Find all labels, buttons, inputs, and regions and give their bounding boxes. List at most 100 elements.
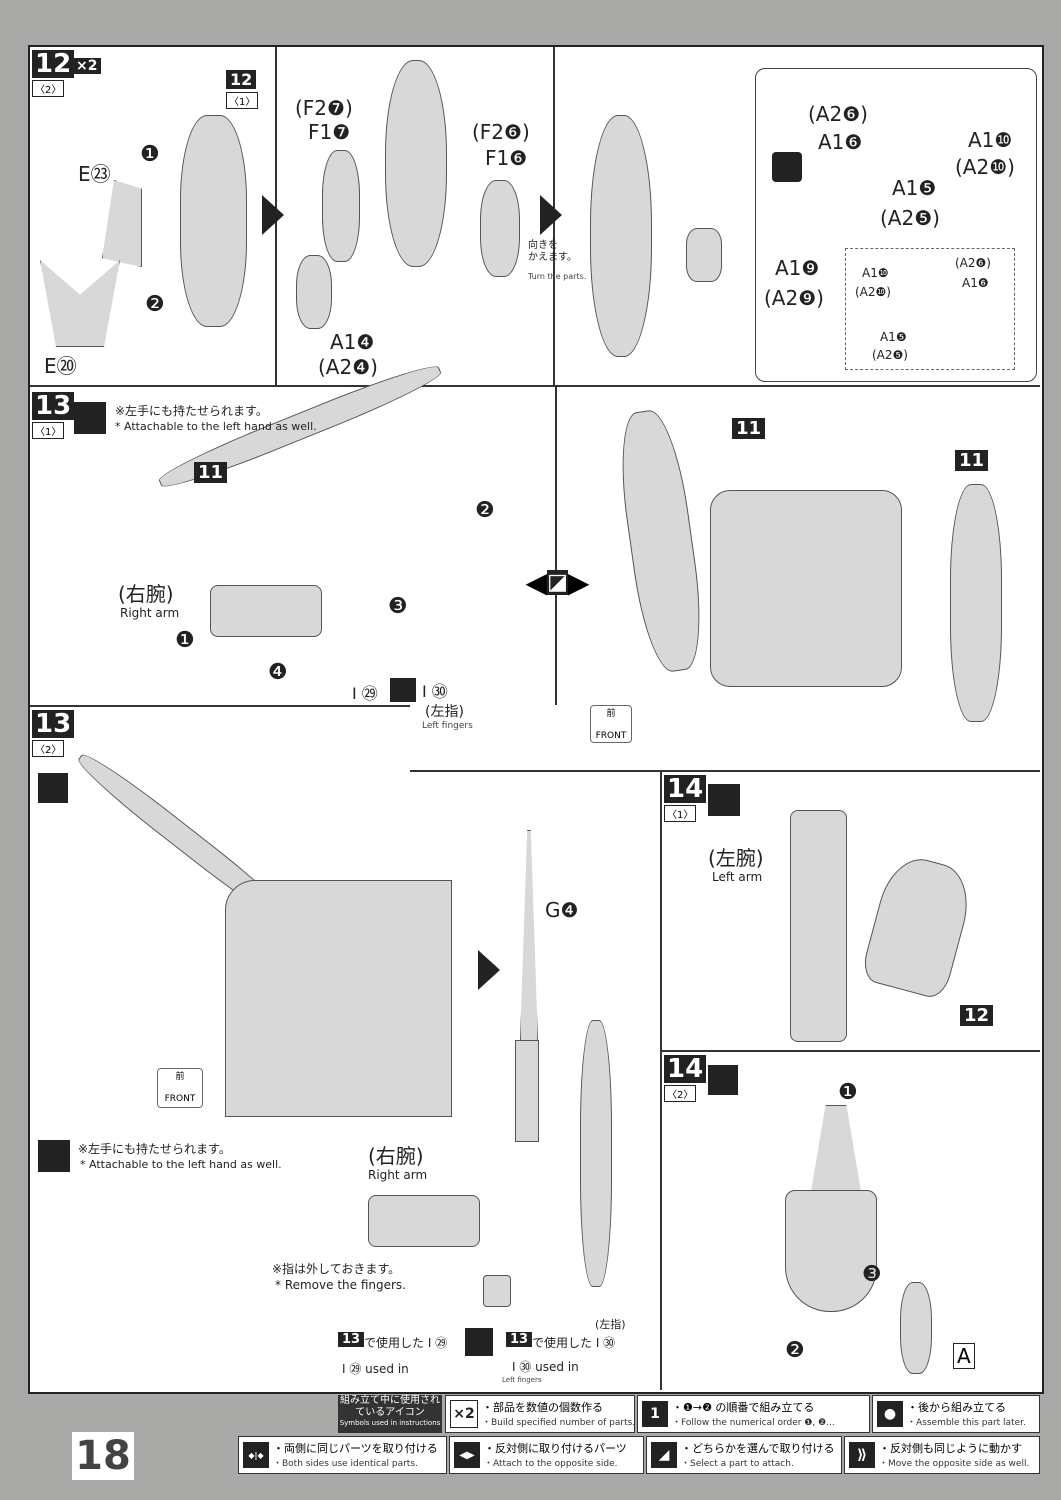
legend-item-select: ◢ ・どちらかを選んで取り付ける・Select a part to attach. [646,1436,842,1474]
legend-item-opposite: ◀▶・反対側に取り付けるパーツ・Attach to the opposite s… [449,1436,644,1474]
inset-a16: A1❻ [962,276,989,290]
ref-step: 12 [226,70,257,89]
left-arm-en: Left arm [712,870,763,884]
part-shield-back [590,115,652,357]
label-a24: (A2❹) [318,355,378,379]
label-a14: A1❹ [330,330,375,354]
label-g4: G❹ [545,898,579,922]
label-a29: (A2❾) [764,286,824,310]
legend-jp: ・どちらかを選んで取り付ける [681,1441,835,1455]
both-sides-icon [708,784,740,816]
label-a110: A1❿ [968,128,1013,152]
step-sub: 〈2〉 [664,1085,697,1102]
divider [660,1050,1040,1052]
ref-step: 13 [338,1332,365,1347]
note-jp: ※左手にも持たせられます。 [78,1142,231,1156]
part-tag: 11 [194,462,228,483]
opposite-side-icon [390,678,416,702]
right-arm-jp: (右腕) [368,1144,424,1168]
step-number: 13 [32,392,75,420]
label-a210: (A2❿) [955,155,1015,179]
sub-assembly-inset [755,68,1037,382]
select-part-icon: ◀◪▶ [525,566,590,599]
label-e23: E㉓ [78,162,111,186]
front-jp: 前 [606,709,616,719]
legend-title-en: Symbols used in instructions [339,1419,441,1427]
legend-en: ・Both sides use identical parts. [273,1458,418,1469]
legend-item-order: 1・❶→❷ の順番で組み立てる・Follow the numerical ord… [637,1395,870,1433]
legend-jp: ・後から組み立てる [907,1400,1006,1414]
remove-jp: ※指は外しておきます。 [272,1262,401,1276]
right-arm-en: Right arm [120,606,180,620]
order-1-icon: ❶ [838,1080,858,1105]
opposite-side-icon [465,1328,493,1356]
label-f26: (F2❻) [472,120,530,144]
part-arm [368,1195,480,1247]
part-a [900,1282,932,1374]
divider [555,387,557,705]
order-1-icon: ❶ [175,628,195,653]
legend-en: ・Select a part to attach. [681,1458,794,1469]
part-tag: 12 [960,1005,994,1026]
order-3-icon: ❸ [388,594,408,619]
inset-a26: (A2❻) [955,256,991,270]
inset-a210: (A2❿) [855,285,891,299]
divider [410,770,1040,772]
note-en: * Attachable to the left hand as well. [80,1158,282,1171]
part-body [710,490,902,687]
part-rifle-right [950,484,1002,722]
label-e20: E⑳ [44,354,77,378]
part-tag: A [953,1343,975,1369]
multiply-icon: ×2 [450,1400,478,1428]
legend-item-move-opposite: ⟫・反対側も同じように動かす・Move the opposite side as… [844,1436,1040,1474]
ref-step: 13 [506,1332,533,1347]
part-arm [210,585,322,637]
legend-jp: ・❶→❷ の順番で組み立てる [672,1400,815,1414]
legend-en: ・Attach to the opposite side. [484,1458,618,1469]
next-arrow-icon [478,950,500,990]
both-sides-icon [38,1140,70,1172]
right-arm-jp: (右腕) [118,582,174,606]
label-a26: (A2❻) [808,102,868,126]
next-arrow-icon [262,195,284,235]
page-number: 18 [72,1432,134,1480]
front-en: FRONT [164,1094,196,1104]
move-opposite-icon [708,1065,738,1095]
left-arm-jp: (左腕) [708,846,764,870]
inset-a25: (A2❺) [872,348,908,362]
select-part-icon: ◢ [651,1442,677,1468]
both-sides-icon [74,402,106,434]
legend-jp: ・反対側も同じように動かす [879,1441,1022,1455]
note-jp: ※左手にも持たせられます。 [115,404,268,418]
part-g4-handle [515,1040,539,1142]
assemble-later-icon [772,152,802,182]
right-arm-en: Right arm [368,1168,428,1182]
part-arm [790,810,847,1042]
fingers-30: I ㉚ [422,682,448,701]
part-f17 [322,150,360,262]
label-f16: F1❻ [485,146,528,170]
used2-en: I ㉚ used in [512,1360,579,1374]
step-number: 14 [664,1055,707,1083]
part-tag: 11 [732,418,766,439]
legend-title-jp: 組み立て中に使用されているアイコン [340,1395,440,1418]
legend-en: ・Build specified number of parts. [482,1417,636,1428]
legend-jp: ・部品を数値の個数作る [482,1400,603,1414]
divider [30,385,1040,387]
label-a25: (A2❺) [880,206,940,230]
move-opposite-icon [38,773,68,803]
order-3-icon: ❸ [862,1262,882,1287]
left-fingers-jp: (左指) [595,1318,626,1331]
next-arrow-icon [540,195,562,235]
multiplier-badge: ×2 [72,58,102,74]
label-f17: F1❼ [308,120,351,144]
used1-en: I ㉙ used in [342,1362,409,1376]
ref-sub: 〈1〉 [226,92,259,109]
divider [30,705,410,707]
remove-en: * Remove the fingers. [275,1278,406,1292]
part-shield [385,60,447,267]
turn-note-en: Turn the parts. [528,272,587,281]
step-sub: 〈2〉 [32,80,65,97]
